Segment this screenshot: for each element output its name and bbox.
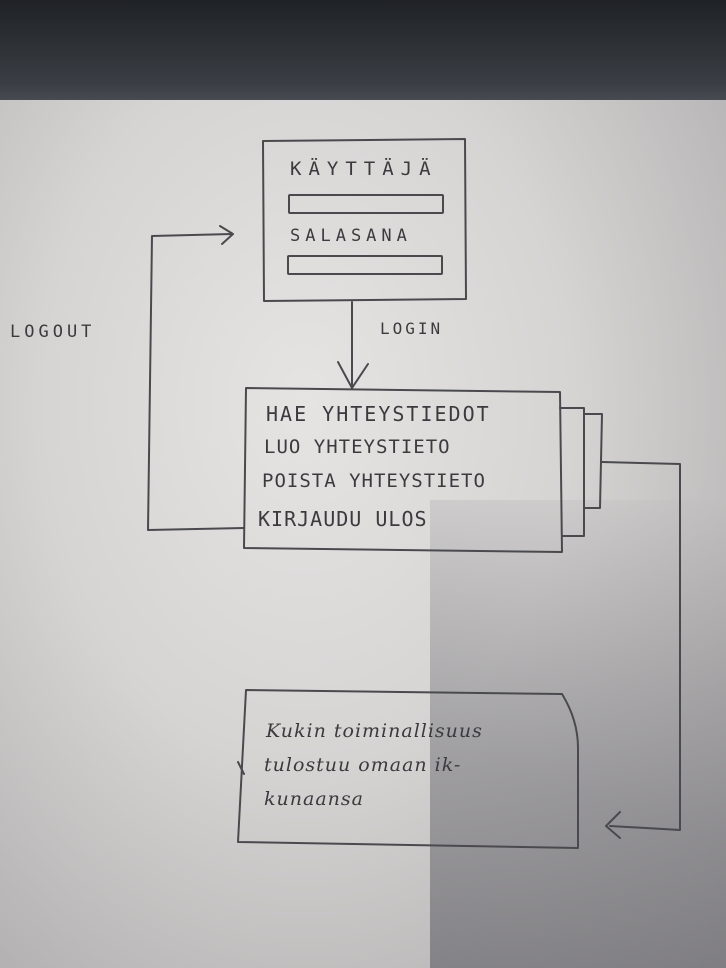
paper-sheet [0,100,726,968]
dark-background [0,0,726,104]
note-tick [237,761,245,775]
menu-item-logout[interactable]: KIRJAUDU ULOS [258,507,428,531]
login-box-outline [262,138,467,302]
username-field[interactable] [288,194,444,214]
note-line-1: Kukin toiminallisuus [266,720,483,742]
logout-arrow [147,225,245,531]
user-label: KÄYTTÄJÄ [290,158,438,180]
password-label: SALASANA [290,226,412,246]
password-field[interactable] [287,255,443,275]
menu-item-create-contact[interactable]: LUO YHTEYSTIETO [264,436,451,458]
menu-tab-outline-1 [559,407,585,537]
note-line-3: kunaansa [264,788,364,810]
note-box-outline [237,689,579,849]
menu-item-fetch-contacts[interactable]: HAE YHTEYSTIEDOT [266,402,491,426]
menu-item-delete-contact[interactable]: POISTA YHTEYSTIETO [262,470,486,492]
output-arrow [601,461,681,839]
menu-tab-outline-2 [583,413,603,509]
login-arrow [337,301,369,389]
login-arrow-label: LOGIN [380,319,444,338]
note-line-2: tulostuu omaan ik- [264,754,462,776]
menu-box-outline [243,387,563,553]
logout-arrow-label: LOGOUT [10,322,96,342]
